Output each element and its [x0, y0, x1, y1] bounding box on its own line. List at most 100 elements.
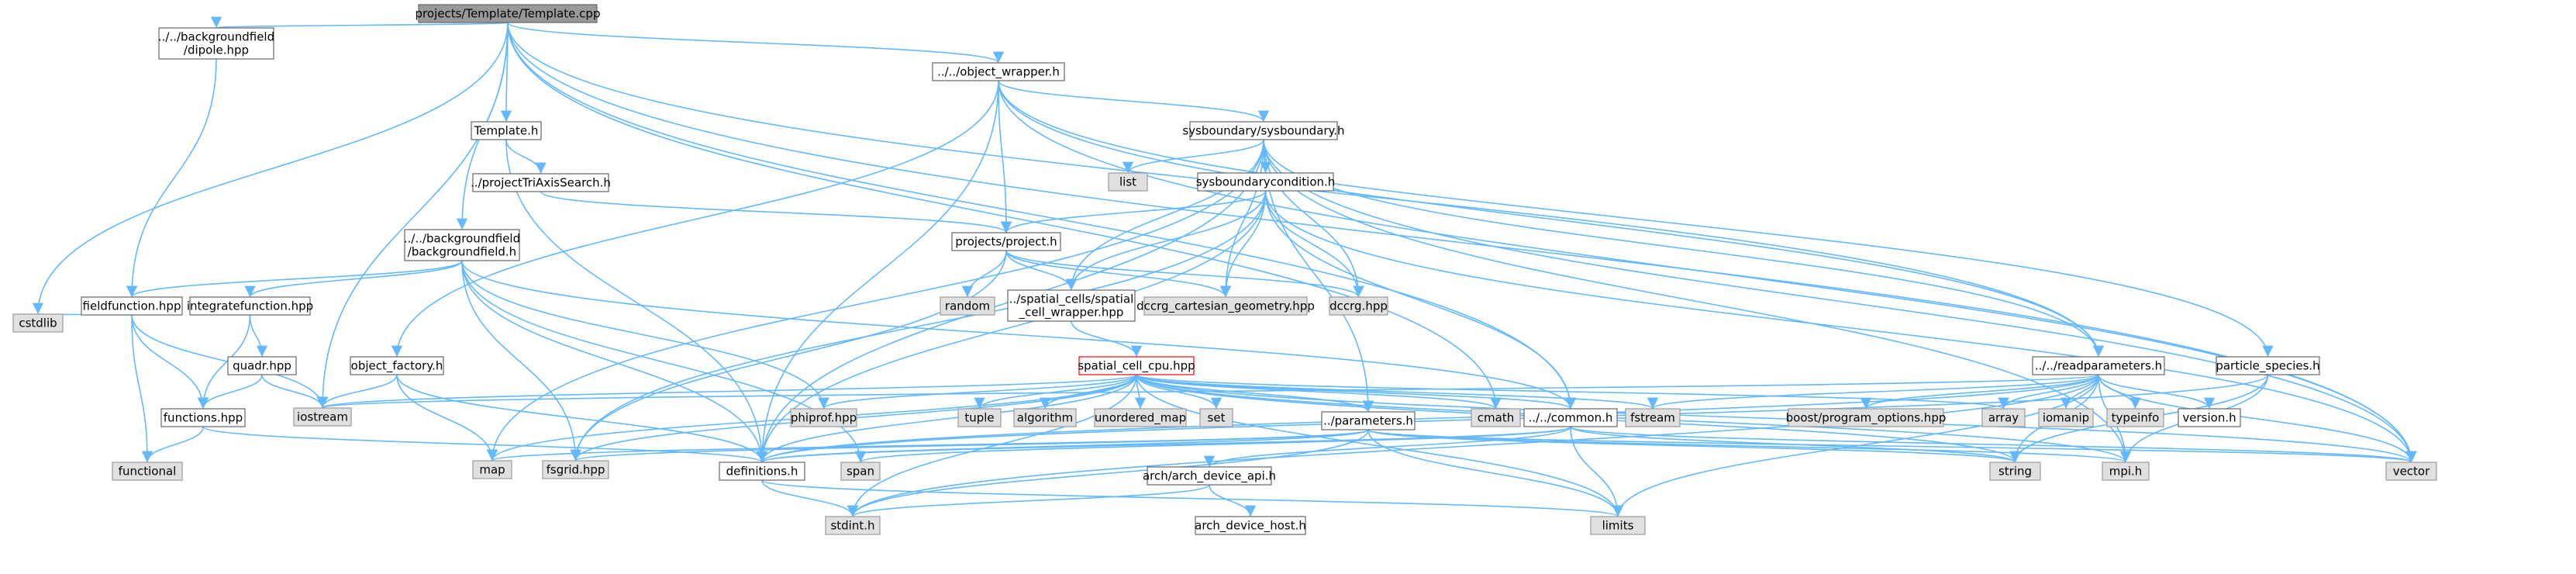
node-box — [189, 296, 311, 316]
node-random: random — [940, 296, 995, 316]
node-box — [1981, 408, 2026, 427]
node-box — [1788, 408, 1944, 427]
edge-definitions-h-to-limits — [761, 479, 1623, 517]
node-label: Template.h — [474, 124, 539, 138]
node-template-h[interactable]: Template.h — [471, 121, 542, 140]
edge-template-cpp-to-cstdlib — [32, 22, 509, 315]
node-label: fieldfunction.hpp — [83, 299, 181, 313]
node-integratefunction[interactable]: integratefunction.hpp — [187, 296, 313, 316]
edge-common-h-to-string — [1570, 426, 2021, 463]
node-box — [1108, 172, 1148, 192]
edge-parameters-h-to-vector — [1367, 429, 2416, 463]
node-label: unordered_map — [1095, 411, 1186, 426]
node-backgroundfield-h[interactable]: ../../backgroundfield/backgroundfield.h — [404, 229, 520, 261]
node-label: mpi.h — [2109, 465, 2143, 479]
node-box — [1989, 462, 2041, 481]
edge-parameters-h-to-mpi-h — [1367, 429, 2131, 463]
edge-object-wrapper-to-particle-species — [998, 80, 2274, 358]
edge-spatial-cell-cpu-to-definitions-h — [756, 374, 1137, 463]
edge-parameters-h-to-stdint — [847, 429, 1369, 517]
edge-template-cpp-to-common-h — [507, 22, 1577, 410]
node-box — [790, 408, 857, 427]
node-box — [472, 173, 609, 192]
node-box — [1199, 408, 1233, 427]
node-box — [12, 313, 64, 333]
node-readparameters[interactable]: ../../readparameters.h — [2032, 356, 2165, 375]
node-label: arch/arch_device_api.h — [1143, 469, 1276, 484]
node-functions[interactable]: functions.hpp — [160, 408, 246, 427]
node-fieldfunction[interactable]: fieldfunction.hpp — [81, 296, 183, 316]
node-object-factory[interactable]: object_factory.h — [350, 356, 444, 375]
node-box — [112, 462, 183, 481]
edge-readparameters-to-array — [1998, 374, 2099, 410]
node-box — [471, 121, 542, 140]
edge-readparameters-to-definitions-h — [757, 374, 2099, 463]
node-label: array — [1988, 411, 2019, 425]
edge-sysbcond-h-to-dccrg-cart — [1219, 190, 1267, 298]
node-fstream: fstream — [1625, 408, 1681, 427]
node-label: phiprof.hpp — [791, 411, 857, 425]
node-vector: vector — [2385, 462, 2437, 481]
node-label: spatial_cell_cpu.hpp — [1078, 359, 1195, 374]
node-common-h[interactable]: ../../common.h — [1523, 408, 1618, 427]
node-definitions-h[interactable]: definitions.h — [719, 462, 805, 481]
node-particle-species[interactable]: particle_species.h — [2216, 356, 2320, 375]
node-quadr[interactable]: quadr.hpp — [227, 356, 297, 375]
node-box — [840, 462, 881, 481]
edge-sysbcond-h-to-dccrg — [1264, 190, 1364, 298]
edge-readparameters-to-vector — [2098, 374, 2417, 463]
node-template-cpp[interactable]: projects/Template/Template.cpp — [416, 4, 601, 23]
node-box — [418, 4, 598, 23]
edge-readparameters-to-iostream — [318, 374, 2099, 409]
node-sysboundary-h[interactable]: sysboundary/sysboundary.h — [1182, 121, 1345, 140]
node-box — [1094, 408, 1187, 427]
node-label: dccrg_cartesian_geometry.hpp — [1136, 299, 1315, 314]
node-box — [2102, 462, 2150, 481]
edge-definitions-h-to-stdint — [761, 479, 859, 517]
node-label: stdint.h — [830, 519, 874, 533]
edge-project-h-to-dccrg-cart — [1005, 250, 1232, 298]
node-label: integratefunction.hpp — [187, 299, 313, 313]
edge-spatial-cell-cpu-to-array — [1136, 374, 2009, 410]
node-box — [81, 296, 183, 316]
edge-quadr-to-functions — [197, 374, 263, 410]
node-iostream: iostream — [293, 407, 352, 427]
edge-template-cpp-to-dipole-hpp — [212, 16, 509, 29]
node-cstdlib: cstdlib — [12, 313, 64, 333]
node-unordered-map: unordered_map — [1094, 408, 1187, 427]
node-scw-hpp[interactable]: ../spatial_cells/spatial_cell_wrapper.hp… — [1007, 289, 1136, 322]
node-version-h[interactable]: version.h — [2178, 408, 2241, 427]
edge-sysboundary-h-to-list — [1122, 139, 1264, 174]
node-tri-axis[interactable]: ../projectTriAxisSearch.h — [471, 173, 611, 192]
node-arch-api[interactable]: arch/arch_device_api.h — [1143, 466, 1276, 486]
node-list: list — [1108, 172, 1148, 192]
node-parameters-h[interactable]: ../parameters.h — [1321, 411, 1416, 430]
edge-object-wrapper-to-vector — [998, 80, 2417, 463]
edge-arch-api-to-arch-host — [1209, 484, 1257, 517]
node-label: set — [1208, 411, 1226, 425]
node-label: span — [847, 465, 874, 479]
node-label: ../parameters.h — [1323, 414, 1413, 428]
edge-object-wrapper-to-project-h — [998, 80, 1012, 233]
edge-sysboundary-h-to-readparameters — [1263, 139, 2105, 358]
node-project-h[interactable]: projects/project.h — [951, 232, 1061, 251]
edge-object-factory-to-definitions-h — [396, 374, 768, 463]
node-arch-host[interactable]: arch_device_host.h — [1195, 516, 1306, 535]
node-dipole-hpp[interactable]: ../../backgroundfield/dipole.hpp — [158, 27, 274, 60]
node-box — [160, 408, 246, 427]
edge-backgroundfield-h-to-fieldfunction — [126, 260, 463, 298]
edge-dipole-hpp-to-fieldfunction — [126, 58, 217, 298]
edge-backgroundfield-h-to-span — [461, 260, 867, 463]
node-dccrg: dccrg.hpp — [1329, 296, 1388, 316]
edge-fieldfunction-to-functions — [131, 314, 209, 410]
node-object-wrapper[interactable]: ../../object_wrapper.h — [932, 62, 1065, 81]
node-label: algorithm — [1017, 411, 1073, 425]
node-label: ../../readparameters.h — [2035, 359, 2162, 373]
node-sysbcond-h[interactable]: sysboundarycondition.h — [1196, 172, 1336, 192]
edge-spatial-cell-cpu-to-stdint — [847, 374, 1137, 517]
edge-spatial-cell-cpu-to-tuple — [974, 374, 1137, 410]
edge-readparameters-to-stdint — [847, 374, 2099, 517]
edge-functions-to-functional — [141, 426, 204, 463]
node-spatial-cell-cpu[interactable]: spatial_cell_cpu.hpp — [1078, 356, 1195, 375]
node-box — [2106, 408, 2164, 427]
